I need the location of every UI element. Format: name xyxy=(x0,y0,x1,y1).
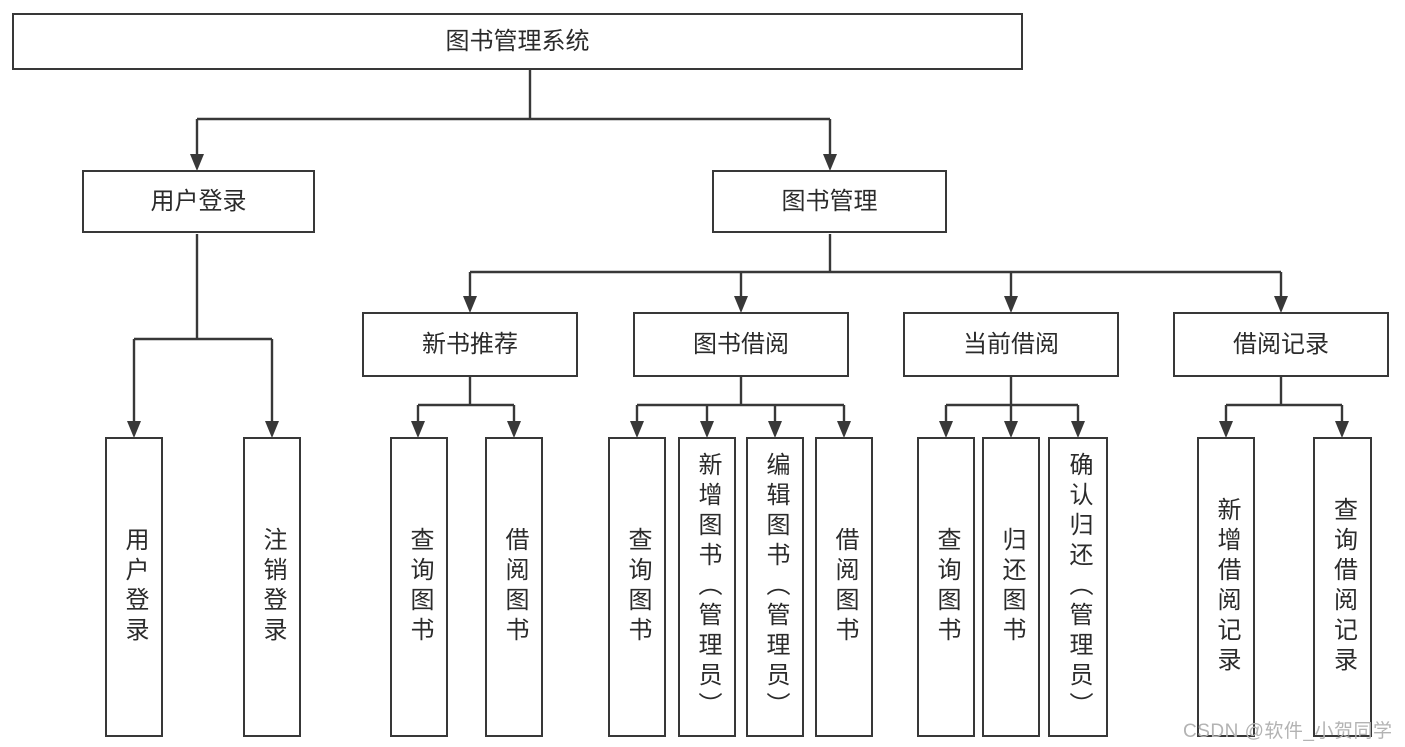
leaf-edit-book-admin: 编辑图书（管理员） xyxy=(746,437,804,737)
csdn-watermark: CSDN @软件_小贺同学 xyxy=(1183,721,1393,742)
node-book-management-module: 图书管理 xyxy=(712,170,947,233)
node-current-borrowing: 当前借阅 xyxy=(903,312,1119,377)
leaf-logout: 注销登录 xyxy=(243,437,301,737)
arrowheads xyxy=(127,154,1349,438)
leaf-recommend-borrow-books: 借阅图书 xyxy=(485,437,543,737)
node-new-book-recommendation: 新书推荐 xyxy=(362,312,578,377)
node-borrowing-records: 借阅记录 xyxy=(1173,312,1389,377)
leaf-confirm-return-admin: 确认归还（管理员） xyxy=(1048,437,1108,737)
node-library-management-system: 图书管理系统 xyxy=(12,13,1023,70)
leaf-query-borrow-record: 查询借阅记录 xyxy=(1313,437,1372,737)
node-book-borrowing: 图书借阅 xyxy=(633,312,849,377)
leaf-add-book-admin: 新增图书（管理员） xyxy=(678,437,736,737)
leaf-user-login: 用户登录 xyxy=(105,437,163,737)
leaf-return-books: 归还图书 xyxy=(982,437,1040,737)
leaf-recommend-query-books: 查询图书 xyxy=(390,437,448,737)
leaf-borrow-books: 借阅图书 xyxy=(815,437,873,737)
leaf-add-borrow-record: 新增借阅记录 xyxy=(1197,437,1255,737)
leaf-current-query-books: 查询图书 xyxy=(917,437,975,737)
leaf-borrow-query-books: 查询图书 xyxy=(608,437,666,737)
node-user-login-module: 用户登录 xyxy=(82,170,315,233)
